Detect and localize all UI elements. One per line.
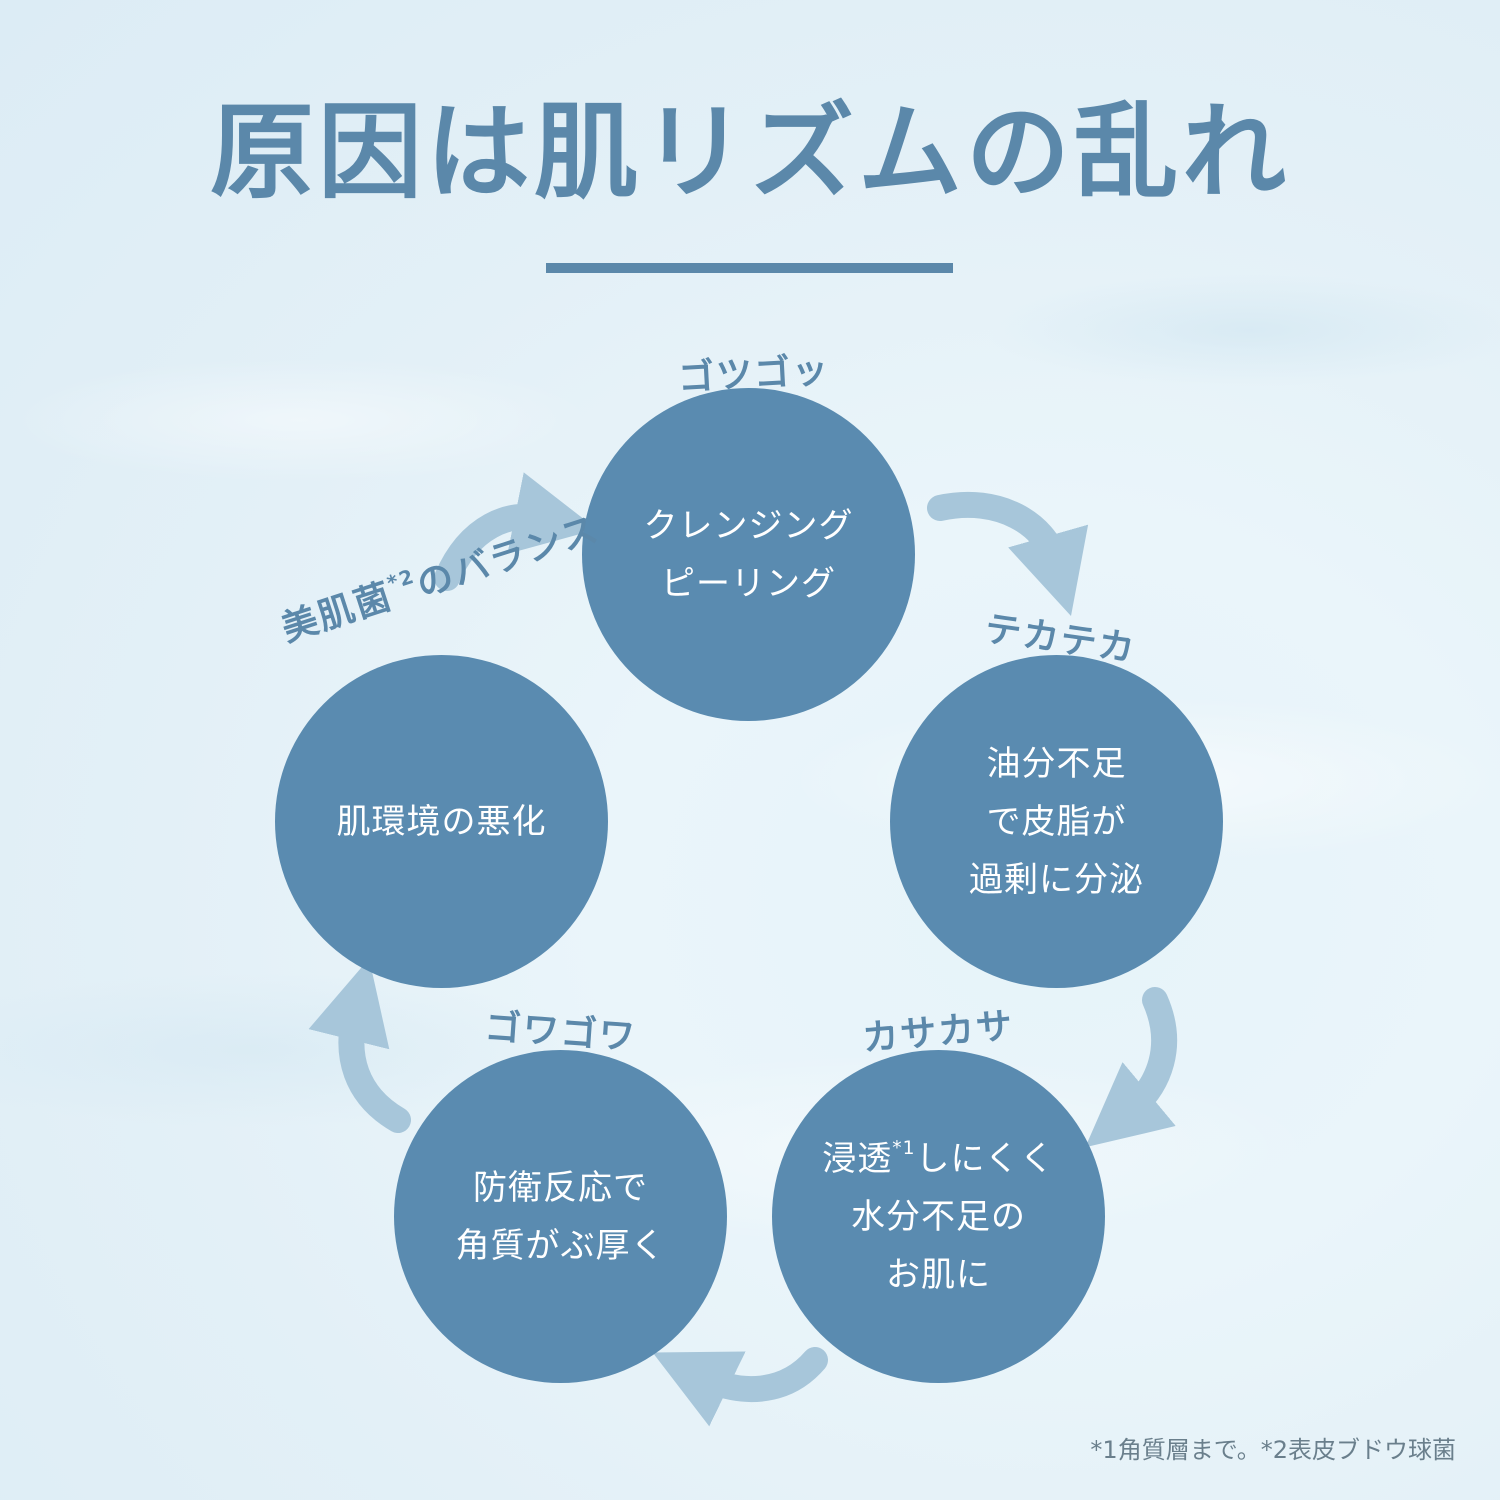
node-cleansing-line-2: ピーリング	[661, 563, 836, 604]
node-env-line-1: 肌環境の悪化	[336, 801, 547, 842]
node-oil-shortage: 油分不足 で皮脂が 過剰に分泌	[890, 655, 1223, 988]
node-defense-line-2: 角質がぶ厚く	[455, 1225, 666, 1266]
node-defense-line-1: 防衛反応で	[473, 1167, 648, 1208]
node-cleansing-line-1: クレンジング	[643, 505, 854, 546]
node-moisture-line-2: 水分不足の	[851, 1196, 1026, 1237]
node-moisture-line-1-post: しにくく	[915, 1138, 1055, 1179]
node-oil-line-1: 油分不足	[986, 743, 1127, 784]
node-moisture-line-1-pre: 浸透	[822, 1138, 893, 1179]
node-cleansing: クレンジング ピーリング	[582, 388, 915, 721]
arrow-1-to-2	[927, 491, 1089, 616]
arrow-2-to-3	[1085, 987, 1178, 1148]
node-oil-line-2: で皮脂が	[986, 801, 1127, 842]
arrow-3-to-4	[652, 1347, 828, 1427]
node-defense-reaction: 防衛反応で 角質がぶ厚く	[394, 1050, 727, 1383]
footnote-ref-1: *1	[892, 1137, 916, 1159]
node-moisture-line-3: お肌に	[886, 1254, 991, 1295]
title-underline	[546, 263, 953, 273]
node-moisture-line-1: 浸透*1しにくく	[822, 1130, 1055, 1188]
page-title: 原因は肌リズムの乱れ	[209, 90, 1290, 213]
node-skin-environment: 肌環境の悪化	[275, 655, 608, 988]
node-moisture-shortage: 浸透*1しにくく 水分不足の お肌に	[772, 1050, 1105, 1383]
arrow-5-to-1	[434, 472, 598, 591]
arrow-4-to-5	[308, 958, 411, 1133]
footnote: *1角質層まで。*2表皮ブドウ球菌	[1090, 1436, 1456, 1464]
node-oil-line-3: 過剰に分泌	[969, 859, 1144, 900]
